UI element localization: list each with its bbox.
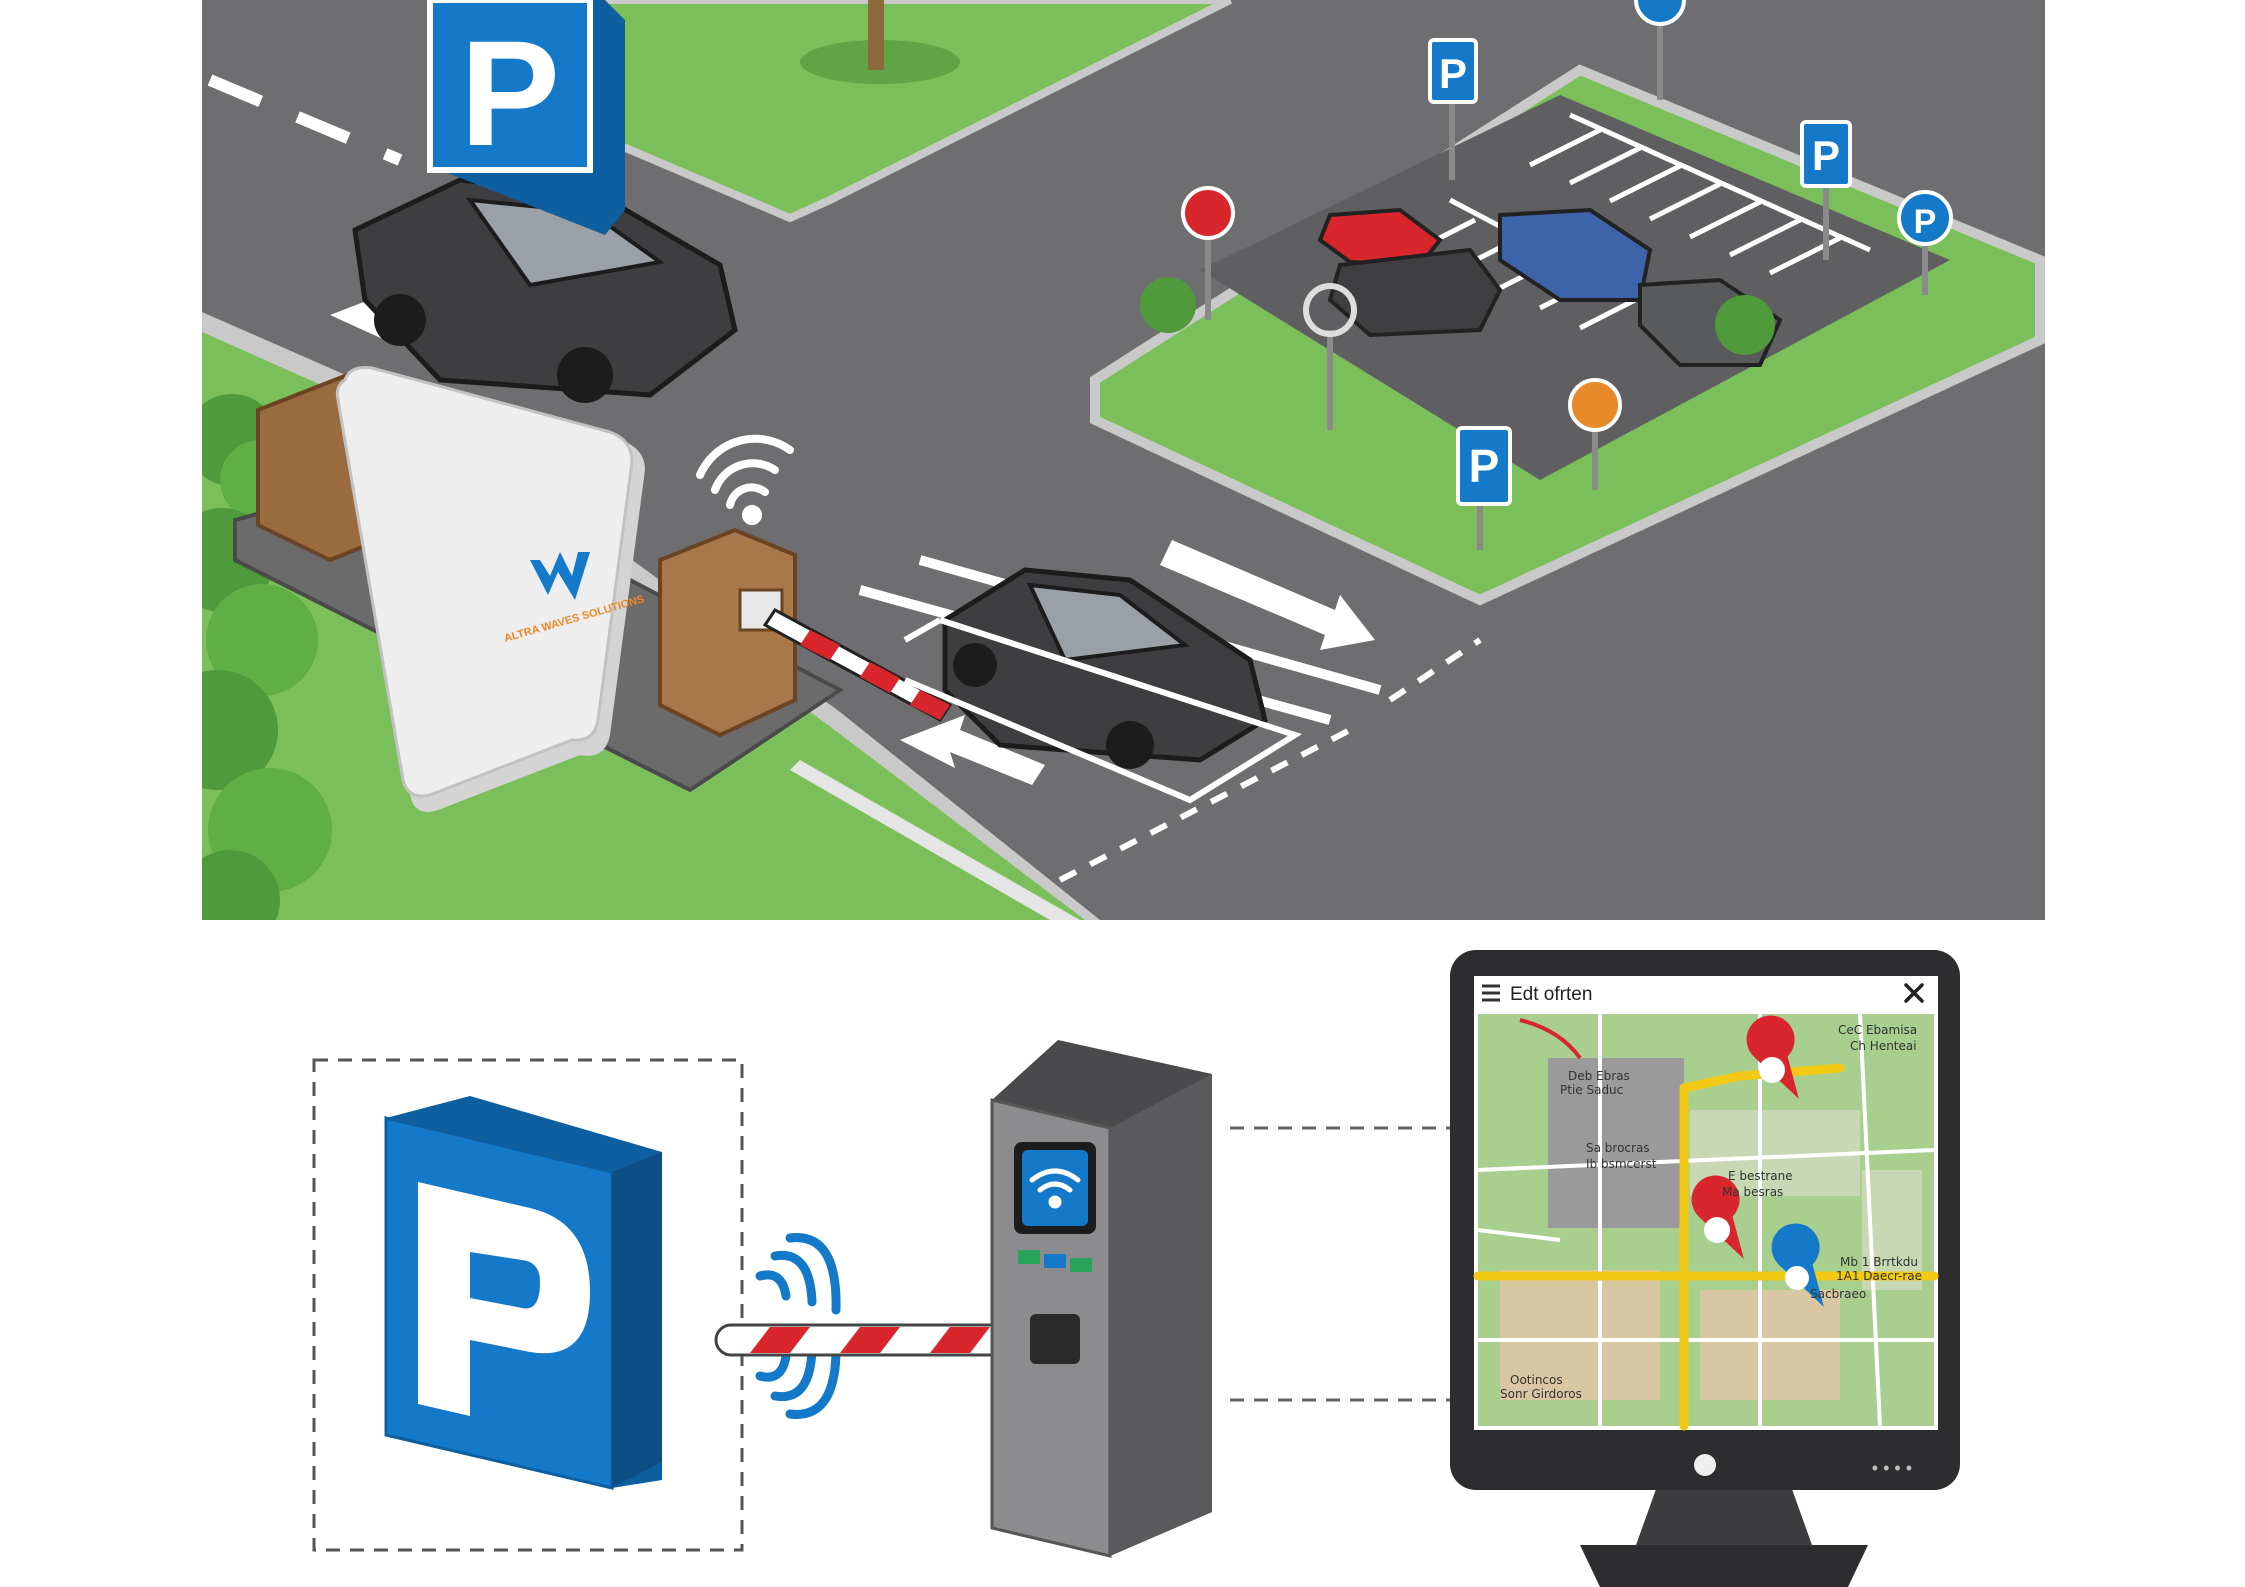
bottom-diagram: • • • • Edt ofrten (312, 950, 1960, 1587)
power-button[interactable] (1694, 1454, 1716, 1476)
map-label: Ib bsmcerst (1586, 1157, 1657, 1171)
svg-text:P: P (1812, 132, 1840, 179)
map-label: 1A1 Daecr-rae (1836, 1269, 1922, 1283)
altra-waves-logo (530, 552, 590, 600)
monitor-base (1580, 1545, 1868, 1587)
map-label: Ootincos (1510, 1373, 1563, 1387)
connector-lines (1230, 1126, 1450, 1402)
wifi-icon (696, 434, 794, 525)
map-label: Ptie Saduc (1560, 1083, 1623, 1097)
sign-dashed-frame (312, 1058, 744, 1552)
map-label: E bestrane (1728, 1169, 1793, 1183)
access-terminal (990, 1040, 1212, 1558)
ticket-kiosk (658, 527, 797, 738)
map-label: Mb 1 Brrtkdu (1840, 1255, 1918, 1269)
barrier-mount (1030, 1314, 1080, 1364)
map-label: Ch Henteai (1850, 1039, 1917, 1053)
svg-text:P: P (1439, 50, 1467, 97)
svg-text:P: P (1469, 440, 1500, 492)
top-scene: P P P P (202, 0, 2045, 920)
map-pin-icon[interactable] (1762, 1214, 1857, 1309)
lot-trees (1140, 277, 1775, 355)
parking-sign-3d (384, 1096, 662, 1490)
svg-text:P: P (1914, 203, 1937, 241)
stall-outline (903, 617, 1303, 804)
svg-text:P: P (460, 9, 560, 177)
monitor-dots: • • • • (1872, 1458, 1912, 1478)
window-title: Edt ofrten (1510, 984, 1592, 1005)
terminal-button-green (1018, 1250, 1040, 1264)
menu-icon[interactable] (1482, 984, 1500, 1002)
map-label: Sonr Girdoros (1500, 1387, 1582, 1401)
terminal-button-blue (1044, 1254, 1066, 1268)
map-pin-icon[interactable] (1737, 1006, 1832, 1101)
tree-trunk-icon (868, 0, 884, 70)
map-label: Ma besras (1722, 1185, 1783, 1199)
monitor: • • • • Edt ofrten (1450, 950, 1960, 1587)
barrier-curb-marks (790, 760, 1080, 920)
monitor-stand (1636, 1478, 1812, 1545)
wifi-icon (1029, 1168, 1081, 1209)
barrier-arm (762, 608, 953, 722)
rfid-antenna: ALTRA WAVES SOLUTIONS (335, 366, 646, 813)
close-icon[interactable] (1904, 983, 1924, 1003)
terminal-button-green-2 (1070, 1258, 1092, 1272)
map-label: CeC Ebamisa (1838, 1023, 1917, 1037)
wifi-signal-icon (755, 1233, 841, 1419)
map-label: Sacbraeo (1810, 1287, 1866, 1301)
car-at-barrier (942, 567, 1268, 769)
curb-left (202, 312, 1100, 920)
map-label: Deb Ebras (1568, 1069, 1630, 1083)
map-label: Sa brocras (1586, 1141, 1650, 1155)
car-top-left (352, 177, 738, 403)
map-view[interactable]: Deb Ebras Ptie Saduc Sa brocras Ib bsmce… (1473, 1006, 1939, 1431)
lot-parking-signs: P P P P (1181, 0, 1953, 550)
map-pin-icon[interactable] (1682, 1166, 1777, 1261)
parking-sign-icon: P (427, 0, 625, 235)
parking-sign-icon (418, 1182, 590, 1416)
